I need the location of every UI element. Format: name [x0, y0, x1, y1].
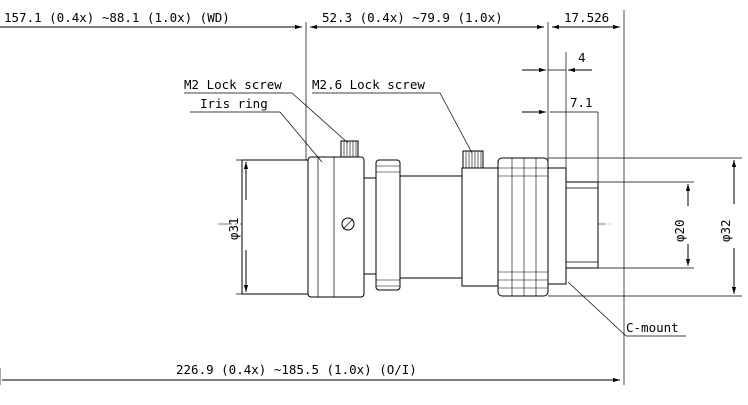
knurled-ring-large	[497, 157, 549, 297]
flange-dimension-text: 17.526	[564, 10, 609, 25]
phi31-text: φ31	[226, 217, 241, 240]
dim-71-text: 7.1	[570, 95, 593, 110]
mount-shoulder	[547, 167, 567, 285]
m2-lock-screw-label: M2 Lock screw	[184, 77, 282, 92]
c-mount-leader	[567, 281, 627, 337]
knurl-pattern-small	[376, 165, 400, 287]
m2-lock-screw-leader	[291, 92, 349, 144]
wd-dimension-text: 157.1 (0.4x) ~88.1 (1.0x) (WD)	[4, 10, 230, 25]
m26-lock-screw-leader	[439, 92, 473, 154]
iris-ring	[307, 156, 365, 298]
length-dimension-text: 52.3 (0.4x) ~79.9 (1.0x)	[322, 10, 503, 25]
collar-1	[363, 177, 377, 275]
m2-lock-screw	[340, 140, 359, 158]
front-barrel	[241, 159, 309, 295]
middle-tube	[399, 175, 463, 279]
c-mount-thread	[565, 181, 599, 269]
m26-lock-screw-label: M2.6 Lock screw	[312, 77, 425, 92]
phi32-text: φ32	[718, 219, 733, 242]
oi-dimension-text: 226.9 (0.4x) ~185.5 (1.0x) (O/I)	[176, 362, 417, 377]
focus-sleeve	[461, 167, 499, 287]
dim-4-text: 4	[578, 50, 586, 65]
knurled-ring-small	[375, 159, 401, 291]
phi20-text: φ20	[672, 219, 687, 242]
c-mount-label: C-mount	[626, 320, 679, 335]
knurl-pattern-large	[498, 158, 548, 296]
iris-ring-leader	[279, 111, 323, 163]
iris-ring-label: Iris ring	[200, 96, 268, 111]
